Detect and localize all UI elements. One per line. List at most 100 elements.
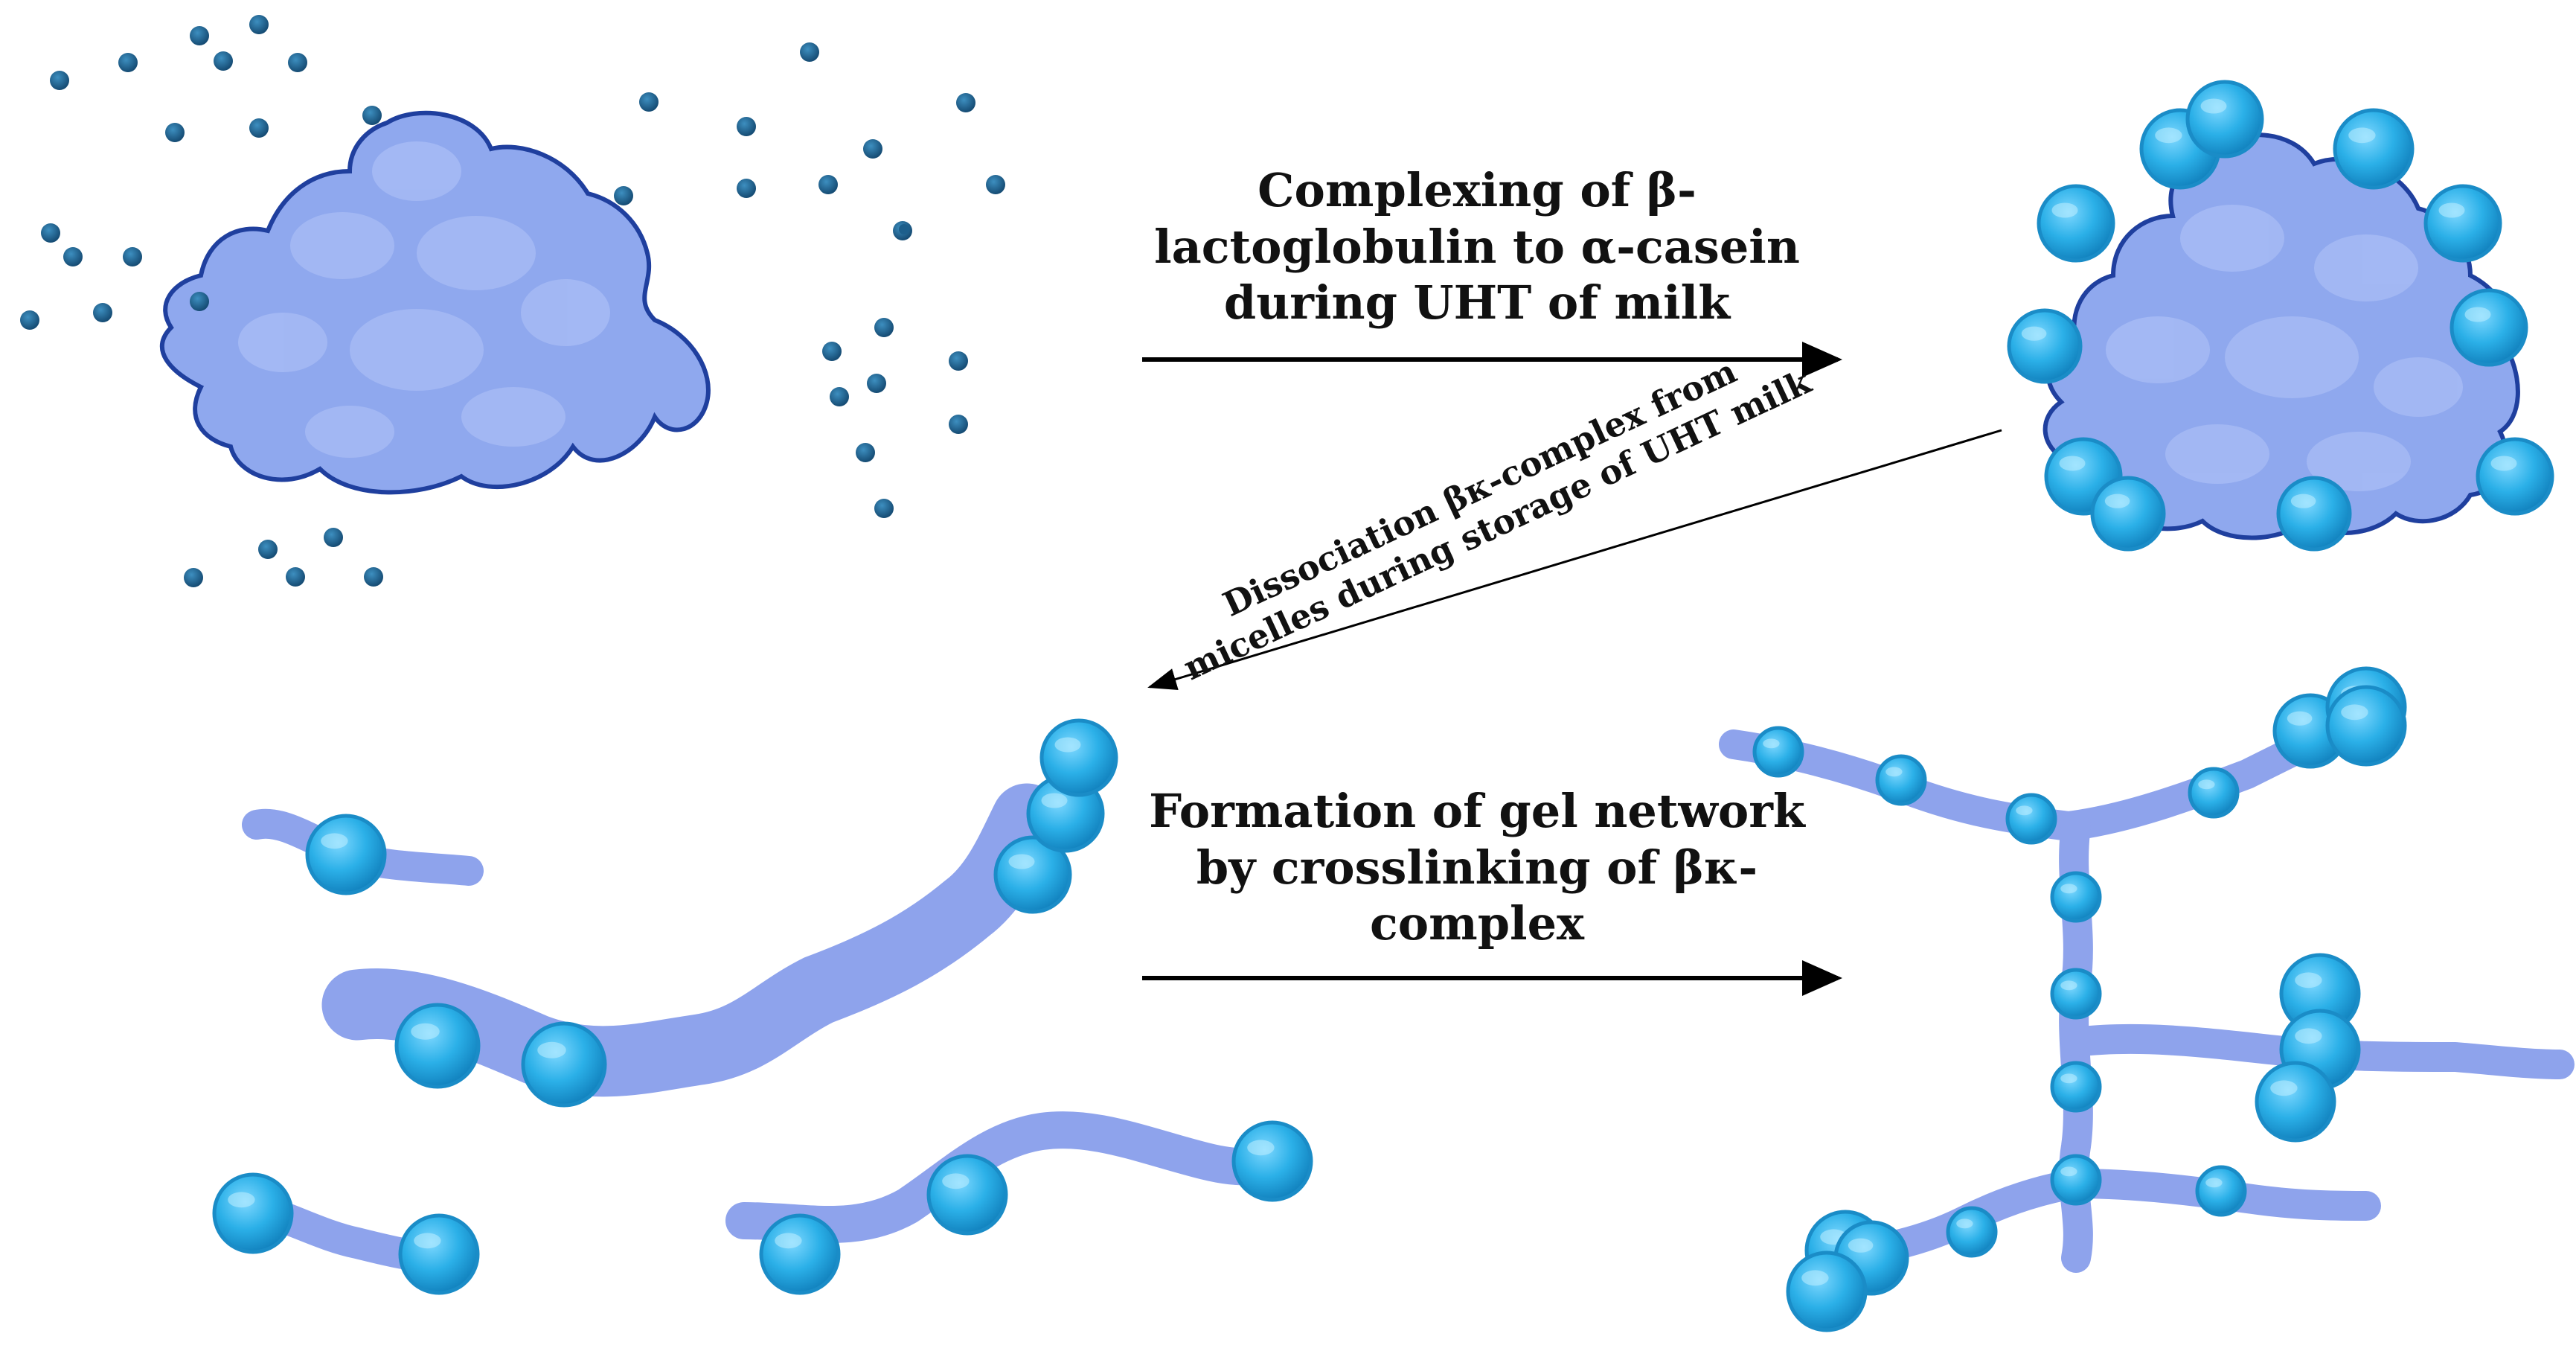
whey-protein-dot [63, 247, 83, 266]
whey-protein-dot [956, 93, 975, 112]
bk-complex-sphere [2325, 685, 2407, 767]
sphere-highlight [2341, 704, 2368, 721]
bk-complex-sphere [1786, 1251, 1868, 1332]
bk-complex-sphere [759, 1213, 841, 1295]
sphere-highlight [2060, 980, 2077, 991]
sphere-highlight [2438, 202, 2465, 218]
protein-strand [321, 783, 1063, 1097]
bk-complex-sphere [2090, 476, 2166, 552]
bk-complex-sphere [2195, 1165, 2247, 1217]
sphere-highlight [2198, 779, 2215, 790]
whey-protein-dot [364, 567, 383, 587]
bk-complex-sphere [2007, 308, 2083, 384]
micelle-texture [238, 141, 610, 458]
whey-protein-dot [863, 139, 882, 159]
whey-protein-dot [41, 223, 60, 243]
whey-protein-dot [800, 42, 819, 62]
whey-protein-dot [123, 247, 142, 266]
bk-complex-sphere [2050, 968, 2102, 1020]
whey-protein-dot [949, 415, 968, 434]
whey-protein-dot [614, 186, 633, 205]
whey-protein-dot [362, 106, 382, 125]
sphere-highlight [2490, 456, 2517, 471]
sphere-highlight [1885, 767, 1903, 777]
caption-complexing-line: Complexing of β- [1257, 163, 1696, 217]
protein-strand [725, 1111, 1298, 1243]
whey-protein-dot [986, 175, 1005, 194]
whey-protein-dot [856, 443, 875, 462]
whey-protein-dot [288, 53, 307, 72]
sphere-highlight [2021, 326, 2047, 341]
whey-protein-dot [639, 92, 659, 112]
whey-protein-dot [830, 387, 849, 406]
casein-micelle-native [159, 110, 711, 495]
bk-complex-sphere [926, 1154, 1008, 1236]
gel-network [1719, 666, 2575, 1332]
bk-complex-sphere [1875, 754, 1927, 806]
sphere-highlight [228, 1192, 255, 1208]
sphere-highlight [1763, 738, 1780, 749]
bk-complex-sphere [2185, 80, 2264, 159]
sphere-highlight [2060, 1166, 2077, 1177]
sphere-highlight [2270, 1080, 2298, 1096]
bk-complex-sphere [1231, 1120, 1313, 1202]
bk-complex-sphere [1752, 726, 1804, 778]
caption-complexing-line: during UHT of milk [1223, 275, 1731, 330]
sphere-highlight [1008, 854, 1035, 869]
caption-gel-formation: Formation of gel network by crosslinking… [1124, 783, 1830, 952]
whey-protein-dot [899, 224, 909, 234]
whey-protein-dot [324, 528, 343, 547]
sphere-highlight [537, 1041, 566, 1058]
whey-protein-dot [50, 71, 69, 90]
sphere-highlight [411, 1023, 440, 1040]
sphere-highlight [2155, 127, 2182, 144]
sphere-highlight [2295, 1028, 2322, 1044]
sphere-highlight [2059, 456, 2086, 471]
sphere-highlight [1041, 793, 1068, 808]
whey-protein-dot [249, 118, 269, 138]
sphere-highlight [2205, 1178, 2223, 1188]
whey-protein-dot [286, 567, 305, 587]
whey-protein-dot [867, 374, 886, 393]
sphere-highlight [1801, 1270, 1829, 1286]
sphere-highlight [2016, 805, 2033, 816]
whey-protein-dot [818, 175, 838, 194]
whey-protein-dot [20, 310, 39, 330]
bk-complex-sphere [2255, 1061, 2336, 1143]
bk-complex-sphere [2005, 793, 2057, 845]
arrow-dissociation [1147, 429, 2002, 690]
bk-complex-sphere [212, 1172, 294, 1254]
bk-complex-sphere [2450, 288, 2528, 367]
whey-protein-dot [737, 179, 756, 198]
whey-protein-dot [190, 292, 209, 311]
whey-protein-dots [20, 15, 1005, 587]
bk-complex-sphere [2037, 184, 2115, 263]
whey-protein-dot [249, 15, 269, 34]
bk-complex-sphere [2333, 108, 2415, 190]
bk-complex-sphere [2423, 184, 2502, 263]
whey-protein-dot [822, 342, 842, 361]
whey-protein-dot [874, 499, 894, 518]
caption-complexing-line: lactoglobulin to α-casein [1154, 219, 1800, 274]
whey-protein-dot [93, 303, 112, 322]
whey-protein-dot [258, 540, 278, 559]
bk-complex-sphere [305, 814, 387, 895]
bk-complex-sphere [1039, 718, 1118, 797]
sphere-highlight [321, 833, 348, 849]
bk-complex-sphere [1946, 1206, 1998, 1258]
sphere-highlight [942, 1173, 970, 1189]
whey-protein-dot [118, 53, 138, 72]
sphere-highlight [2060, 1073, 2077, 1084]
caption-complexing: Complexing of β- lactoglobulin to α-case… [1124, 162, 1830, 331]
whey-protein-dot [190, 26, 209, 45]
sphere-highlight [1956, 1219, 1973, 1229]
bk-complex-sphere [2050, 1154, 2102, 1206]
sphere-highlight [2295, 972, 2322, 989]
sphere-highlight [1054, 737, 1081, 753]
bk-complex-sphere [2476, 437, 2554, 516]
whey-protein-dot [949, 351, 968, 371]
micelle-body [159, 110, 711, 495]
sphere-highlight [1247, 1140, 1275, 1156]
bk-complex-sphere [2050, 1061, 2102, 1113]
